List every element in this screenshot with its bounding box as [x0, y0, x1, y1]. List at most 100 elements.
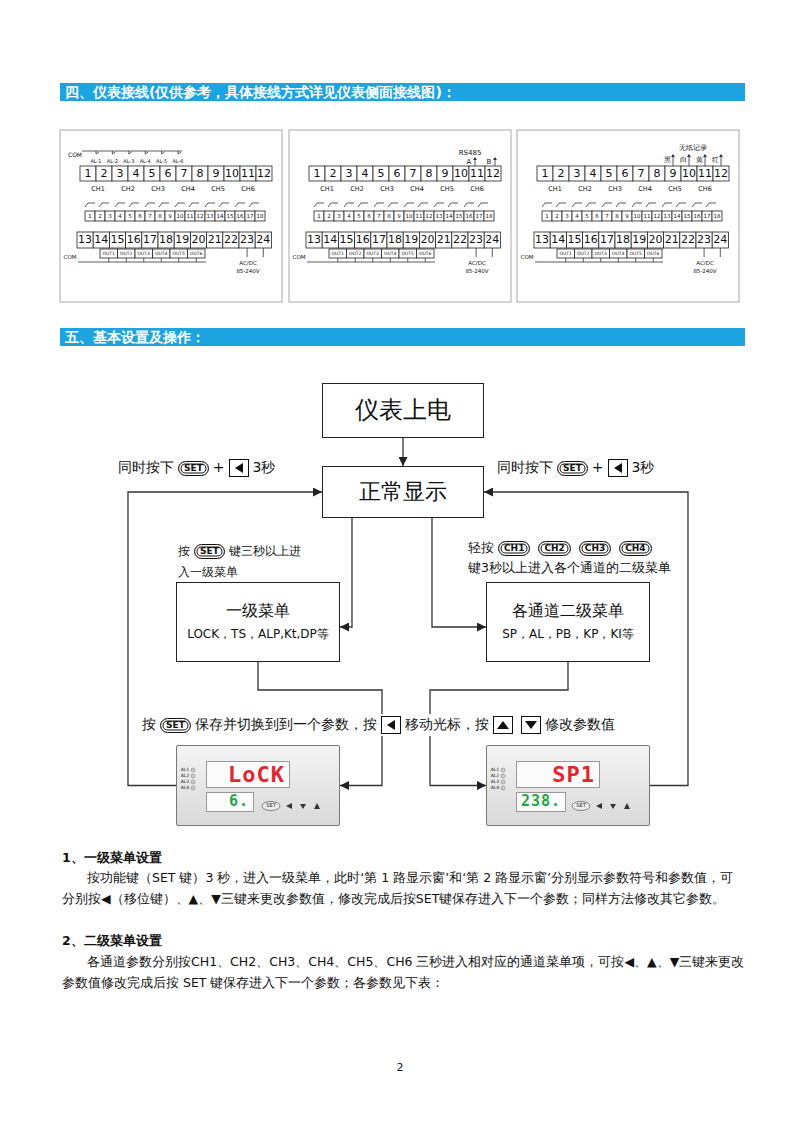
terminal-number: 2 — [101, 167, 108, 180]
terminal-box — [692, 211, 702, 221]
key-icon: CH3 — [579, 541, 611, 556]
alarm-name: AL-2 — [107, 159, 118, 165]
terminal-number: 14 — [446, 213, 453, 219]
terminal-box — [672, 211, 682, 221]
terminal-box — [405, 166, 421, 181]
terminal-box — [585, 166, 601, 181]
terminal-number: 11 — [416, 213, 423, 219]
terminal-box — [207, 232, 223, 248]
wire — [464, 203, 488, 207]
terminal-box — [374, 211, 384, 221]
wiring-panel — [289, 130, 511, 302]
channel-name: CH1 — [548, 186, 562, 193]
box-title: 各通道二级菜单 — [512, 602, 624, 620]
terminal-number: 14 — [674, 213, 681, 219]
terminal-number: 13 — [535, 234, 549, 247]
section-heading: 2、二级菜单设置 — [62, 932, 362, 950]
terminal-number: 9 — [442, 167, 449, 180]
terminal-number: 3 — [346, 167, 353, 180]
terminal-number: 13 — [664, 213, 671, 219]
terminal-box — [364, 211, 374, 221]
terminal-number: 16 — [694, 213, 701, 219]
terminal-number: 7 — [410, 167, 417, 180]
channel-name: CH4 — [638, 186, 652, 193]
box-text: SP，AL，PB，KP，KI等 — [502, 628, 634, 642]
key-hint: 3秒 — [632, 459, 655, 475]
arrow-button — [300, 804, 306, 809]
terminal-box — [697, 166, 713, 181]
terminal-box — [617, 166, 633, 181]
output-box — [382, 249, 400, 258]
terminal-number: 4 — [590, 167, 597, 180]
wire — [205, 203, 229, 207]
terminal-box — [240, 166, 256, 181]
arrowhead — [671, 154, 675, 157]
key-hint: 按 — [178, 544, 190, 558]
channel-name: CH6 — [698, 186, 712, 193]
output-box — [170, 249, 188, 258]
terminal-number: 10 — [225, 167, 239, 180]
terminal-box — [112, 166, 128, 181]
terminal-number: 4 — [575, 213, 579, 219]
channel-name: CH4 — [181, 186, 195, 193]
terminal-box — [592, 211, 602, 221]
output-name: OUT5 — [173, 251, 185, 256]
terminal-box — [373, 166, 389, 181]
terminal-box — [185, 211, 195, 221]
wire — [721, 157, 722, 166]
terminal-number: 3 — [574, 167, 581, 180]
terminal-number: 24 — [713, 234, 727, 247]
terminal-box — [464, 211, 474, 221]
terminal-box — [389, 166, 405, 181]
terminal-box — [355, 232, 371, 248]
panel-label: SET — [576, 803, 585, 809]
terminal-number: 20 — [649, 234, 663, 247]
key-icon: CH4 — [619, 541, 651, 556]
terminal-box — [569, 166, 585, 181]
terminal-number: 11 — [698, 167, 712, 180]
terminal-box — [239, 232, 255, 248]
channel-name: CH1 — [320, 186, 334, 193]
output-name: OUT6 — [647, 251, 659, 256]
wire — [653, 258, 654, 262]
terminal-box — [115, 211, 125, 221]
terminal-number: 5 — [149, 167, 156, 180]
terminal-box — [384, 211, 394, 221]
arrow-key-icon — [521, 716, 541, 734]
signal-name: B — [487, 158, 492, 166]
terminal-box — [225, 211, 235, 221]
terminal-number: 18 — [159, 234, 173, 247]
terminal-number: 2 — [330, 167, 337, 180]
wire — [314, 203, 338, 207]
key-hint: + — [213, 459, 225, 475]
terminal-number: 15 — [111, 234, 125, 247]
output-box — [188, 249, 206, 258]
wire — [600, 258, 601, 262]
terminal-box — [583, 232, 599, 248]
indicator-lamp — [501, 768, 505, 772]
terminal-box — [208, 166, 224, 181]
wire — [112, 151, 115, 154]
terminal-box — [664, 232, 680, 248]
terminal-box — [582, 211, 592, 221]
display-window: 238. — [516, 792, 566, 812]
panel-label: AL2 — [181, 773, 189, 778]
key-hint: 同时按下 — [497, 459, 553, 475]
terminal-number: 6 — [394, 167, 401, 180]
terminal-number: 9 — [168, 213, 172, 219]
wire — [535, 262, 663, 263]
wire — [96, 151, 99, 154]
output-name: OUT5 — [630, 251, 642, 256]
terminal-number: 7 — [148, 213, 152, 219]
terminal-number: 15 — [684, 213, 691, 219]
terminal-box — [160, 166, 176, 181]
terminal-number: 9 — [670, 167, 677, 180]
arrow-button — [624, 803, 630, 809]
signal-name: A — [467, 158, 472, 166]
terminal-number: 19 — [175, 234, 189, 247]
terminal-number: 17 — [372, 234, 386, 247]
terminal-number: 18 — [486, 213, 493, 219]
terminal-box — [469, 166, 485, 181]
arrow-button — [596, 803, 602, 809]
terminal-box — [306, 232, 322, 248]
